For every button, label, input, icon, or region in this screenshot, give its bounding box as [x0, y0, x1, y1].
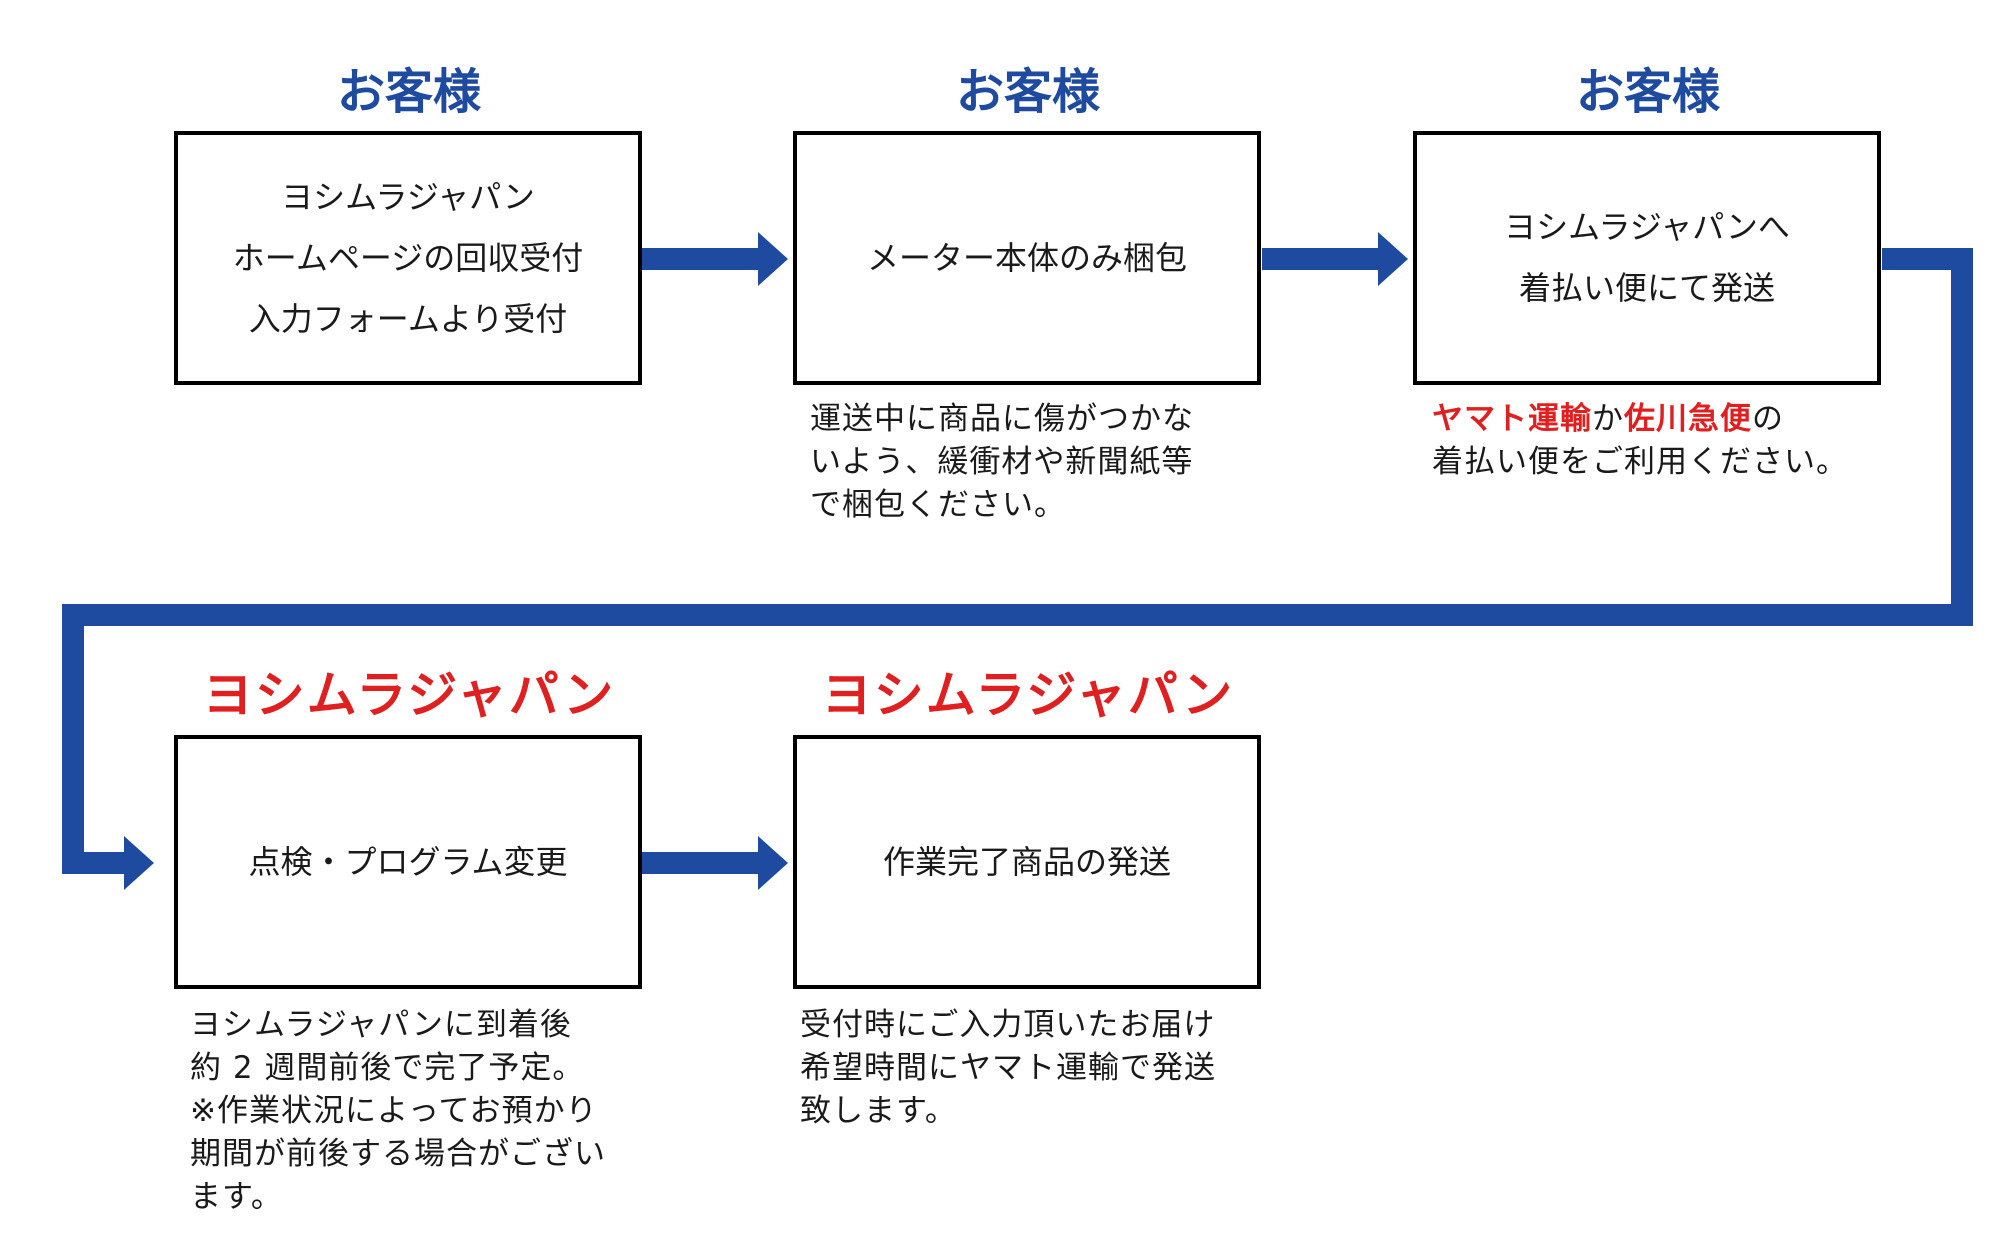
- step-2-note-line-2: いよう、緩衝材や新聞紙等: [810, 444, 1194, 480]
- step-box-3: ヨシムラジャパンへ 着払い便にて発送: [1413, 131, 1881, 385]
- step-3-note-line-1: ヤマト運輸か佐川急便の: [1432, 398, 1848, 441]
- step-4-note-line-3: ※作業状況によってお預かり: [190, 1093, 598, 1129]
- step-2-note: 運送中に商品に傷がつかな いよう、緩衝材や新聞紙等 で梱包ください。: [810, 398, 1194, 527]
- step-3-line-2: 着払い便にて発送: [1518, 269, 1775, 307]
- actor-label-customer-2: お客様: [955, 64, 1100, 120]
- step-5-line-1: 作業完了商品の発送: [882, 842, 1171, 881]
- step-4-note-line-4: 期間が前後する場合がござい: [190, 1136, 606, 1172]
- step-4-note-line-2: 約 2 週間前後で完了予定。: [190, 1050, 585, 1086]
- step-2-note-line-1: 運送中に商品に傷がつかな: [810, 401, 1194, 437]
- step-5-note-line-3: 致します。: [800, 1093, 957, 1129]
- carrier-sagawa: 佐川急便: [1624, 401, 1752, 437]
- step-1-line-3: 入力フォームより受付: [248, 299, 568, 338]
- arrow-4-to-5: [642, 836, 788, 890]
- arrow-1-to-2: [642, 232, 788, 286]
- step-4-note-line-1: ヨシムラジャパンに到着後: [190, 1007, 572, 1043]
- step-box-1: ヨシムラジャパン ホームページの回収受付 入力フォームより受付: [174, 131, 642, 385]
- step-box-2: メーター本体のみ梱包: [793, 131, 1261, 385]
- step-3-line-1: ヨシムラジャパンへ: [1504, 208, 1790, 246]
- step-3-note: ヤマト運輸か佐川急便の 着払い便をご利用ください。: [1432, 398, 1848, 484]
- actor-label-company-5: ヨシムラジャパン: [821, 666, 1235, 724]
- step-1-line-2: ホームページの回収受付: [232, 238, 584, 277]
- carrier-conjunction: か: [1592, 401, 1624, 437]
- step-1-line-1: ヨシムラジャパン: [281, 177, 535, 216]
- step-4-note: ヨシムラジャパンに到着後 約 2 週間前後で完了予定。 ※作業状況によってお預か…: [190, 1004, 606, 1219]
- arrow-3-to-4-connector: [62, 248, 1973, 890]
- step-5-note-line-2: 希望時間にヤマト運輸で発送: [800, 1050, 1216, 1086]
- step-box-4: 点検・プログラム変更: [174, 735, 642, 989]
- step-4-line-1: 点検・プログラム変更: [248, 842, 568, 881]
- step-5-note-line-1: 受付時にご入力頂いたお届け: [800, 1007, 1216, 1043]
- carrier-particle: の: [1752, 401, 1784, 437]
- step-5-note: 受付時にご入力頂いたお届け 希望時間にヤマト運輸で発送 致します。: [800, 1004, 1216, 1133]
- arrow-2-to-3: [1262, 232, 1408, 286]
- step-2-note-line-3: で梱包ください。: [810, 487, 1066, 523]
- step-3-note-line-2: 着払い便をご利用ください。: [1432, 444, 1848, 480]
- step-4-note-line-5: ます。: [190, 1179, 283, 1215]
- actor-label-customer-3: お客様: [1575, 64, 1720, 120]
- step-2-line-1: メーター本体のみ梱包: [866, 238, 1187, 277]
- actor-label-company-4: ヨシムラジャパン: [202, 666, 616, 724]
- carrier-yamato: ヤマト運輸: [1432, 401, 1592, 437]
- step-box-5: 作業完了商品の発送: [793, 735, 1261, 989]
- actor-label-customer-1: お客様: [336, 64, 481, 120]
